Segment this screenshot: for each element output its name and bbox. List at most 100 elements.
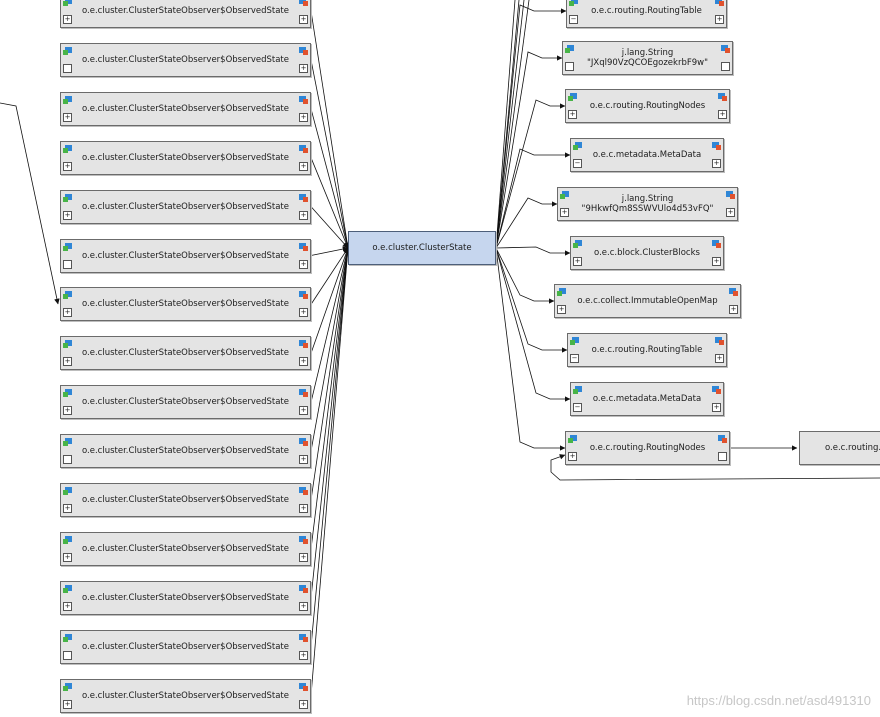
- expand-icon[interactable]: +: [63, 308, 72, 318]
- incoming-ref-icon[interactable]: [715, 0, 724, 7]
- incoming-ref-icon[interactable]: [726, 191, 735, 200]
- outgoing-ref-icon[interactable]: [573, 142, 582, 151]
- node-observed-state[interactable]: o.e.cluster.ClusterStateObserver$Observe…: [60, 140, 311, 175]
- node-observed-state[interactable]: o.e.cluster.ClusterStateObserver$Observe…: [60, 678, 311, 713]
- incoming-ref-icon[interactable]: [712, 240, 721, 249]
- incoming-ref-icon[interactable]: [299, 340, 308, 349]
- incoming-ref-icon[interactable]: [299, 291, 308, 300]
- node-observed-state[interactable]: o.e.cluster.ClusterStateObserver$Observe…: [60, 629, 311, 664]
- incoming-ref-icon[interactable]: [729, 288, 738, 297]
- expand-icon[interactable]: +: [63, 112, 72, 122]
- outgoing-ref-icon[interactable]: [573, 240, 582, 249]
- incoming-ref-icon[interactable]: [299, 95, 308, 105]
- info-icon[interactable]: [63, 63, 72, 73]
- expand-icon[interactable]: +: [63, 357, 72, 367]
- incoming-ref-icon[interactable]: [712, 142, 721, 151]
- info-icon[interactable]: [63, 650, 72, 660]
- expand-icon[interactable]: +: [573, 257, 582, 266]
- expand-icon[interactable]: +: [557, 305, 566, 314]
- expand-icon[interactable]: +: [299, 63, 308, 73]
- incoming-ref-icon[interactable]: [299, 682, 308, 692]
- collapse-icon[interactable]: −: [569, 15, 578, 24]
- outgoing-ref-icon[interactable]: [63, 242, 72, 252]
- expand-icon[interactable]: +: [299, 650, 308, 660]
- expand-icon[interactable]: +: [729, 305, 738, 314]
- node-routing-far-right[interactable]: o.e.c.routing.: [799, 431, 880, 465]
- node-referenced-object[interactable]: o.e.c.routing.RoutingNodes++: [565, 89, 730, 123]
- outgoing-ref-icon[interactable]: [565, 45, 574, 54]
- outgoing-ref-icon[interactable]: [63, 438, 72, 447]
- node-observed-state[interactable]: o.e.cluster.ClusterStateObserver$Observe…: [60, 238, 311, 273]
- expand-icon[interactable]: +: [63, 15, 72, 24]
- node-observed-state[interactable]: o.e.cluster.ClusterStateObserver$Observe…: [60, 531, 311, 566]
- expand-icon[interactable]: +: [63, 699, 72, 709]
- incoming-ref-icon[interactable]: [299, 0, 308, 7]
- expand-icon[interactable]: +: [299, 15, 308, 24]
- expand-icon[interactable]: +: [718, 110, 727, 119]
- node-referenced-object[interactable]: o.e.c.routing.RoutingTable−+: [566, 0, 727, 28]
- node-referenced-object[interactable]: o.e.c.routing.RoutingNodes+: [565, 431, 730, 465]
- node-observed-state[interactable]: o.e.cluster.ClusterStateObserver$Observe…: [60, 91, 311, 126]
- outgoing-ref-icon[interactable]: [63, 584, 72, 594]
- incoming-ref-icon[interactable]: [299, 438, 308, 447]
- expand-icon[interactable]: +: [299, 699, 308, 709]
- outgoing-ref-icon[interactable]: [63, 340, 72, 349]
- expand-icon[interactable]: +: [712, 403, 721, 412]
- node-observed-state[interactable]: o.e.cluster.ClusterStateObserver$Observe…: [60, 287, 311, 322]
- expand-icon[interactable]: +: [63, 552, 72, 562]
- outgoing-ref-icon[interactable]: [573, 386, 582, 395]
- collapse-icon[interactable]: −: [573, 403, 582, 412]
- outgoing-ref-icon[interactable]: [63, 0, 72, 7]
- node-referenced-object[interactable]: j.lang.String"9HkwfQm8SSWVUlo4d53vFQ"++: [557, 187, 738, 221]
- expand-icon[interactable]: +: [299, 504, 308, 513]
- incoming-ref-icon[interactable]: [712, 386, 721, 395]
- incoming-ref-icon[interactable]: [299, 193, 308, 203]
- outgoing-ref-icon[interactable]: [63, 633, 72, 643]
- expand-icon[interactable]: +: [715, 354, 724, 363]
- info-icon[interactable]: [63, 259, 72, 269]
- outgoing-ref-icon[interactable]: [63, 487, 72, 496]
- incoming-ref-icon[interactable]: [299, 242, 308, 252]
- expand-icon[interactable]: +: [299, 455, 308, 465]
- incoming-ref-icon[interactable]: [299, 389, 308, 398]
- incoming-ref-icon[interactable]: [299, 584, 308, 594]
- expand-icon[interactable]: +: [568, 452, 577, 461]
- node-observed-state[interactable]: o.e.cluster.ClusterStateObserver$Observe…: [60, 0, 311, 28]
- node-cluster-state[interactable]: o.e.cluster.ClusterState: [348, 231, 496, 265]
- outgoing-ref-icon[interactable]: [63, 389, 72, 398]
- node-referenced-object[interactable]: o.e.c.metadata.MetaData−+: [570, 138, 724, 172]
- expand-icon[interactable]: +: [712, 159, 721, 168]
- outgoing-ref-icon[interactable]: [569, 0, 578, 7]
- expand-icon[interactable]: +: [299, 552, 308, 562]
- expand-icon[interactable]: +: [712, 257, 721, 266]
- expand-icon[interactable]: +: [299, 210, 308, 220]
- expand-icon[interactable]: +: [299, 308, 308, 318]
- outgoing-ref-icon[interactable]: [557, 288, 566, 297]
- expand-icon[interactable]: +: [726, 208, 735, 217]
- node-observed-state[interactable]: o.e.cluster.ClusterStateObserver$Observe…: [60, 580, 311, 615]
- node-referenced-object[interactable]: o.e.c.routing.RoutingTable−+: [567, 333, 727, 367]
- outgoing-ref-icon[interactable]: [63, 144, 72, 154]
- outgoing-ref-icon[interactable]: [568, 435, 577, 444]
- node-observed-state[interactable]: o.e.cluster.ClusterStateObserver$Observe…: [60, 336, 311, 371]
- collapse-icon[interactable]: −: [573, 159, 582, 168]
- incoming-ref-icon[interactable]: [718, 435, 727, 444]
- expand-icon[interactable]: +: [560, 208, 569, 217]
- expand-icon[interactable]: +: [63, 210, 72, 220]
- expand-icon[interactable]: +: [299, 406, 308, 416]
- collapse-icon[interactable]: −: [570, 354, 579, 363]
- outgoing-ref-icon[interactable]: [63, 193, 72, 203]
- outgoing-ref-icon[interactable]: [560, 191, 569, 200]
- node-observed-state[interactable]: o.e.cluster.ClusterStateObserver$Observe…: [60, 189, 311, 224]
- incoming-ref-icon[interactable]: [715, 337, 724, 346]
- node-referenced-object[interactable]: o.e.c.metadata.MetaData−+: [570, 382, 724, 416]
- expand-icon[interactable]: +: [63, 161, 72, 171]
- expand-icon[interactable]: +: [299, 601, 308, 611]
- info-icon[interactable]: [718, 452, 727, 461]
- expand-icon[interactable]: +: [63, 406, 72, 416]
- outgoing-ref-icon[interactable]: [63, 46, 72, 56]
- expand-icon[interactable]: +: [63, 504, 72, 513]
- info-icon[interactable]: [721, 62, 730, 71]
- node-observed-state[interactable]: o.e.cluster.ClusterStateObserver$Observe…: [60, 483, 311, 517]
- incoming-ref-icon[interactable]: [721, 45, 730, 54]
